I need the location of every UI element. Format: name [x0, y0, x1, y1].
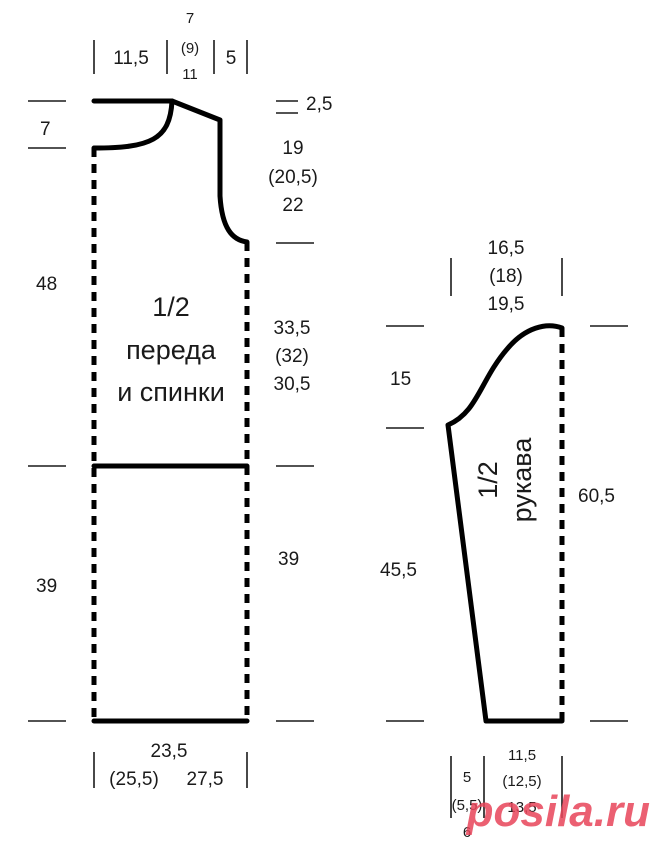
armhole-label-a: 19 [282, 138, 303, 159]
bottom-width-label-b: (25,5) [109, 769, 159, 790]
sleeve-total-height-label: 60,5 [578, 486, 615, 507]
shoulder-drop-label: 2,5 [306, 94, 332, 115]
lower-height-right-label: 39 [278, 549, 299, 570]
neck-depth-label: 7 [40, 119, 51, 140]
upper-height-label: 48 [36, 274, 57, 295]
side-upper-label-c: 30,5 [274, 374, 311, 395]
watermark-text: posila.ru [466, 787, 650, 836]
shoulder-width-label: 5 [226, 48, 237, 69]
sleeve-length-label: 45,5 [380, 560, 417, 581]
cuff-left-label-c: 6 [463, 824, 471, 841]
sleeve-cap-height-label: 15 [390, 369, 411, 390]
bottom-width-label-c: 27,5 [187, 769, 224, 790]
sleeve-cap-and-seam [445, 323, 565, 724]
neck-width-label-b: (9) [181, 40, 199, 57]
neck-side-width-label: 11,5 [113, 48, 149, 69]
cuff-right-label-c: 13,5 [507, 799, 536, 816]
cuff-right-label-a: 11,5 [508, 747, 536, 764]
sleeve-top-width-label-c: 19,5 [488, 294, 525, 315]
side-upper-label-a: 33,5 [274, 318, 311, 339]
cuff-right-label-b: (12,5) [502, 773, 541, 790]
body-neckline [91, 98, 175, 151]
body-shoulder-armhole [169, 98, 250, 245]
cuff-left-label-b: (5,5) [452, 797, 483, 814]
sleeve-piece: 16,5 (18) 19,5 15 45,5 60,5 5 (5,5) 6 11… [380, 238, 628, 841]
sleeve-title-line2: рукава [507, 437, 537, 523]
armhole-label-b: (20,5) [268, 167, 318, 188]
body-title-line1: 1/2 [152, 292, 190, 322]
body-piece: 11,5 7 (9) 11 5 7 48 39 2,5 19 (20,5) 22… [28, 10, 332, 790]
neck-width-label-a: 7 [186, 10, 194, 27]
neck-width-label-c: 11 [182, 66, 198, 83]
body-title-line2: переда [126, 335, 217, 365]
sleeve-top-width-label-b: (18) [489, 266, 523, 287]
side-upper-label-b: (32) [275, 346, 309, 367]
sleeve-top-width-label-a: 16,5 [488, 238, 525, 259]
bottom-width-label-a: 23,5 [151, 741, 188, 762]
cuff-left-label-a: 5 [463, 769, 471, 786]
lower-height-left-label: 39 [36, 576, 57, 597]
armhole-label-c: 22 [282, 195, 303, 216]
sleeve-title-line1: 1/2 [473, 461, 503, 499]
body-title-line3: и спинки [117, 377, 225, 407]
